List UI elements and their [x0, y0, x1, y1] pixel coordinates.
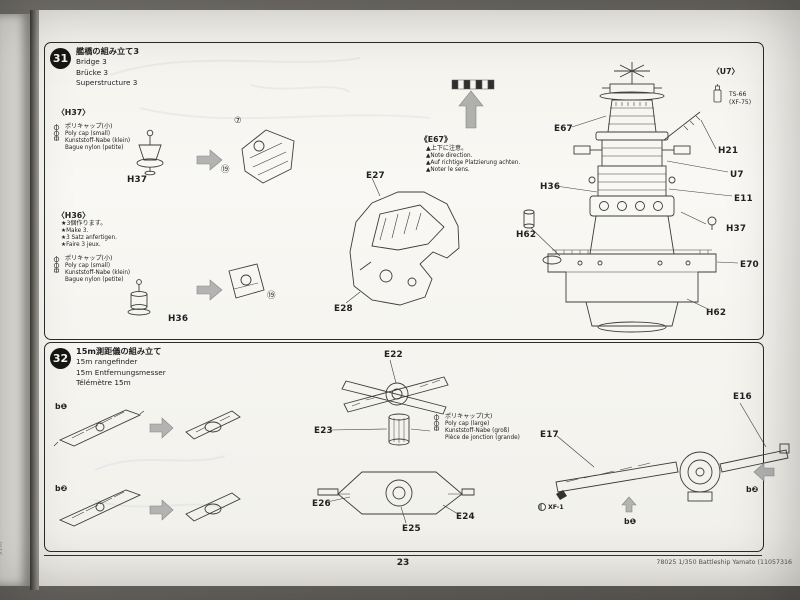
- step-title-fr: Télémètre 15m: [76, 377, 131, 387]
- prev-page-footer-text: 316): [0, 541, 4, 556]
- step-32-titles: 15m測距儀の組み立て 15m rangefinder 15m Entfernu…: [76, 346, 166, 388]
- note-line: ★Make 3.: [61, 227, 89, 234]
- note-line: Kunststoff-Nabe (groß): [445, 427, 510, 434]
- paint-color-icon: [538, 503, 546, 511]
- circled-number-7: ⑦: [234, 116, 242, 126]
- runner-ref-h36: 〈H36〉: [57, 211, 90, 220]
- part-label-e11: E11: [734, 194, 753, 204]
- page-number: 23: [396, 558, 410, 568]
- circled-number-19: ⑲: [221, 165, 230, 175]
- part-label-h37: H37: [127, 175, 148, 185]
- note-line: ★3個作ります。: [61, 220, 107, 227]
- make-three-note: ★3個作ります。 ★Make 3. ★3 Satz anfertigen. ★F…: [61, 220, 117, 249]
- step-title-jp: 15m測距儀の組み立て: [76, 346, 162, 356]
- step-title-en: Bridge 3: [76, 57, 107, 67]
- option-label-b1: b❶: [55, 402, 68, 411]
- circled-number-19: ⑲: [267, 291, 276, 301]
- previous-page-edge: 316): [0, 14, 30, 586]
- note-line: ▲上下に注意。: [426, 145, 468, 152]
- note-line: Bague nylon (petite): [65, 276, 124, 283]
- footer-divider: [44, 555, 762, 556]
- note-line: ▲Noter le sens.: [426, 166, 470, 173]
- note-line: Poly cap (large): [445, 420, 490, 427]
- step-title-en: 15m rangefinder: [76, 357, 138, 367]
- part-label-e28: E28: [334, 304, 353, 314]
- step-title-de: 15m Entfernungsmesser: [76, 367, 166, 377]
- option-label-b1-right: b❶: [624, 517, 637, 526]
- step-title-de: Brücke 3: [76, 67, 109, 77]
- part-label-h36: H36: [168, 314, 189, 324]
- part-label-e24: E24: [456, 512, 475, 522]
- step-31-titles: 艦橋の組み立て3 Bridge 3 Brücke 3 Superstructur…: [76, 46, 139, 88]
- note-line: ★3 Satz anfertigen.: [61, 234, 117, 241]
- polycap-small-note-2: ポリキャップ(小) Poly cap (small) Kunststoff-Na…: [51, 255, 130, 284]
- part-label-e17: E17: [540, 430, 559, 440]
- part-label-e70: E70: [740, 260, 759, 270]
- note-line: Kunststoff-Nabe (klein): [65, 269, 131, 276]
- part-label-e25: E25: [402, 524, 421, 534]
- page-binding-gutter: [30, 10, 39, 590]
- step-32-panel: 32 15m測距儀の組み立て 15m rangefinder 15m Entfe…: [44, 342, 764, 552]
- kit-footer-text: 78025 1/350 Battleship Yamato (11057316: [656, 559, 792, 566]
- note-line: ポリキャップ(小): [65, 123, 113, 130]
- note-line: Poly cap (small): [65, 262, 111, 269]
- paint-callout-xf1: XF-1: [538, 503, 564, 511]
- option-label-b2-right: b❷: [746, 485, 759, 494]
- direction-note: ▲上下に注意。 ▲Note direction. ▲Auf richtige P…: [426, 145, 520, 174]
- paint-code-xf1: XF-1: [548, 503, 564, 511]
- part-label-e67: E67: [554, 124, 573, 134]
- runner-ref-h37: 〈H37〉: [57, 108, 90, 117]
- note-line: ポリキャップ(小): [65, 255, 113, 262]
- part-label-e23: E23: [314, 426, 333, 436]
- part-label-e16: E16: [733, 392, 752, 402]
- polycap-sprue-icon: [53, 256, 60, 273]
- polycap-sprue-icon: [433, 414, 440, 431]
- part-label-u7: U7: [730, 170, 744, 180]
- part-label-e26: E26: [312, 499, 331, 509]
- step-title-fr: Superstructure 3: [76, 77, 138, 87]
- step-number-badge: 32: [50, 348, 71, 369]
- part-label-h62-left: H62: [516, 230, 537, 240]
- step-number-badge: 31: [50, 48, 71, 69]
- manual-page: 31 艦橋の組み立て3 Bridge 3 Brücke 3 Superstruc…: [39, 10, 800, 586]
- polycap-sprue-icon: [53, 124, 60, 141]
- note-line: Poly cap (small): [65, 130, 111, 137]
- option-label-b2: b❷: [55, 484, 68, 493]
- note-line: ★Faire 3 jeux.: [61, 241, 101, 248]
- part-label-h37-right: H37: [726, 224, 747, 234]
- step-31-panel: 31 艦橋の組み立て3 Bridge 3 Brücke 3 Superstruc…: [44, 42, 764, 340]
- note-line: Pièce de jonction (grande): [445, 434, 520, 441]
- note-line: Kunststoff-Nabe (klein): [65, 137, 131, 144]
- part-label-e27: E27: [366, 171, 385, 181]
- part-label-h36-tower: H36: [540, 182, 561, 192]
- step-title-jp: 艦橋の組み立て3: [76, 46, 140, 56]
- note-line: ポリキャップ(大): [445, 413, 493, 420]
- part-label-h62-bottom: H62: [706, 308, 727, 318]
- polycap-large-note: ポリキャップ(大) Poly cap (large) Kunststoff-Na…: [431, 413, 520, 442]
- note-line: ▲Note direction.: [426, 152, 473, 159]
- part-label-e22: E22: [384, 350, 403, 360]
- paint-callout: TS-66 (XF-75): [729, 91, 751, 106]
- runner-ref-e67: 《E67》: [420, 135, 452, 144]
- polycap-small-note-1: ポリキャップ(小) Poly cap (small) Kunststoff-Na…: [51, 123, 130, 152]
- runner-ref-u7: 〈U7〉: [712, 67, 740, 76]
- note-line: ▲Auf richtige Platzierung achten.: [426, 159, 521, 166]
- paint-code-ts66: TS-66: [729, 91, 747, 98]
- part-label-h21: H21: [718, 146, 739, 156]
- note-line: Bague nylon (petite): [65, 144, 124, 151]
- paint-code-xf75: (XF-75): [729, 98, 752, 106]
